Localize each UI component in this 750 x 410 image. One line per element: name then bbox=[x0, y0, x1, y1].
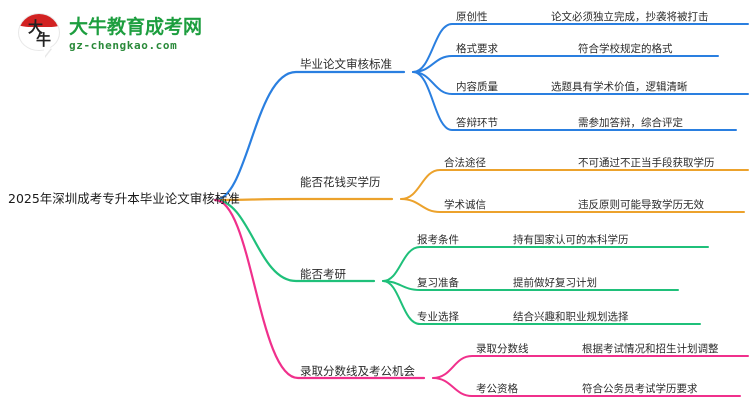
link-branch-1-child-1 bbox=[412, 23, 749, 73]
leaf-desc-1-4: 需参加答辩，综合评定 bbox=[578, 117, 683, 129]
site-logo[interactable]: 大 牛 大牛教育成考网 gz-chengkao.com bbox=[18, 8, 218, 60]
logo-speech-bubble-icon: 大 牛 bbox=[18, 12, 62, 57]
leaf-label-1-4[interactable]: 答辩环节 bbox=[456, 117, 498, 129]
leaf-desc-3-2: 提前做好复习计划 bbox=[513, 277, 597, 289]
link-branch-4-child-1 bbox=[432, 355, 749, 379]
leaf-label-1-2[interactable]: 格式要求 bbox=[456, 43, 498, 55]
leaf-label-2-2[interactable]: 学术诚信 bbox=[444, 199, 486, 211]
leaf-label-4-1[interactable]: 录取分数线 bbox=[476, 343, 529, 355]
leaf-desc-1-2: 符合学校规定的格式 bbox=[578, 43, 673, 55]
branch-node-4[interactable]: 录取分数线及考公机会 bbox=[300, 364, 415, 378]
leaf-desc-3-1: 持有国家认可的本科学历 bbox=[513, 234, 629, 246]
logo-mark-char-1: 大 bbox=[27, 18, 43, 36]
logo-domain: gz-chengkao.com bbox=[69, 38, 178, 52]
link-branch-2-child-2 bbox=[400, 198, 745, 213]
branch-node-2[interactable]: 能否花钱买学历 bbox=[300, 175, 381, 189]
branch-node-1[interactable]: 毕业论文审核标准 bbox=[300, 57, 392, 71]
leaf-desc-3-3: 结合兴趣和职业规划选择 bbox=[513, 311, 629, 323]
leaf-label-1-3[interactable]: 内容质量 bbox=[456, 81, 498, 93]
leaf-desc-4-1: 根据考试情况和招生计划调整 bbox=[582, 343, 719, 355]
logo-wordmark: 大牛教育成考网 gz-chengkao.com bbox=[69, 16, 202, 53]
leaf-desc-4-2: 符合公务员考试学历要求 bbox=[582, 383, 698, 395]
bubble-shape bbox=[18, 13, 60, 51]
leaf-label-3-3[interactable]: 专业选择 bbox=[417, 311, 459, 323]
link-root-to-branch-1 bbox=[213, 70, 406, 202]
link-root-to-branch-4 bbox=[213, 198, 426, 380]
bubble-tail bbox=[44, 44, 51, 57]
leaf-label-3-1[interactable]: 报考条件 bbox=[417, 234, 459, 246]
link-branch-4-child-2 bbox=[432, 377, 741, 397]
leaf-desc-2-2: 违反原则可能导致学历无效 bbox=[578, 199, 704, 211]
leaf-label-3-2[interactable]: 复习准备 bbox=[417, 277, 459, 289]
leaf-label-1-1[interactable]: 原创性 bbox=[456, 11, 488, 23]
link-root-to-branch-3 bbox=[213, 198, 376, 283]
leaf-label-4-2[interactable]: 考公资格 bbox=[476, 383, 518, 395]
root-node-label[interactable]: 2025年深圳成考专升本毕业论文审核标准 bbox=[8, 191, 240, 206]
link-branch-3-child-3 bbox=[382, 280, 701, 325]
link-branch-1-child-4 bbox=[412, 71, 737, 131]
leaf-desc-1-3: 选题具有学术价值，逻辑清晰 bbox=[551, 81, 688, 93]
leaf-label-2-1[interactable]: 合法途径 bbox=[444, 157, 486, 169]
link-branch-2-child-1 bbox=[400, 169, 749, 200]
branch-node-3[interactable]: 能否考研 bbox=[300, 267, 346, 281]
logo-mark-char-2: 牛 bbox=[35, 31, 51, 49]
logo-title: 大牛教育成考网 bbox=[69, 15, 203, 38]
link-branch-3-child-1 bbox=[382, 246, 709, 282]
leaf-desc-1-1: 论文必须独立完成，抄袭将被打击 bbox=[551, 11, 709, 23]
bubble-red-cap bbox=[19, 14, 59, 27]
link-branch-1-child-2 bbox=[412, 55, 719, 73]
link-root-to-branch-2 bbox=[213, 197, 394, 202]
leaf-desc-2-1: 不可通过不正当手段获取学历 bbox=[578, 157, 715, 169]
logo-mark-text: 大 牛 bbox=[21, 20, 57, 48]
